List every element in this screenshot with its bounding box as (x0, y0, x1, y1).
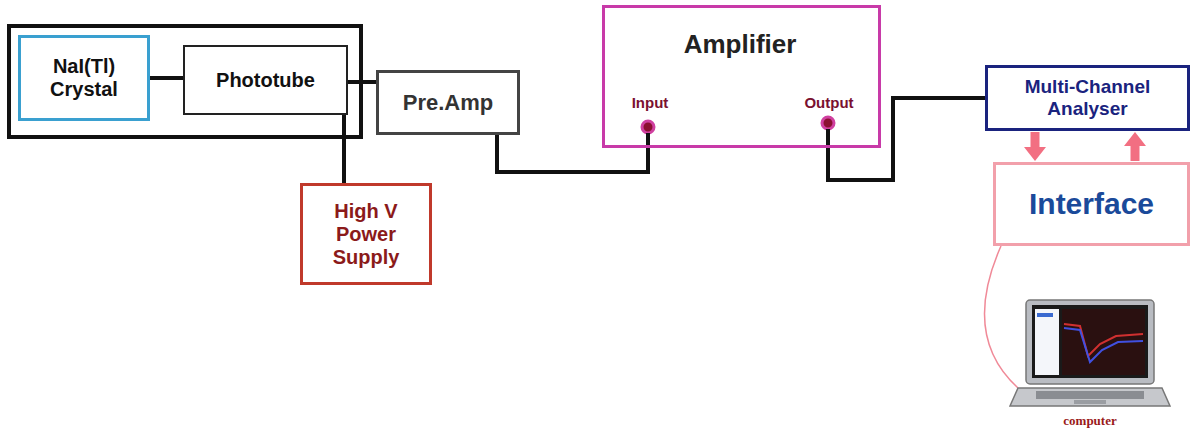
connector (985, 246, 1018, 388)
port-label: Output (793, 94, 865, 111)
node-label: Multi-Channel Analyser (993, 76, 1183, 120)
node-label: Pre.Amp (403, 90, 493, 115)
interface-box: Interface (993, 162, 1190, 246)
wire (342, 115, 346, 183)
wire (1031, 132, 1040, 147)
port-label: Input (619, 94, 681, 111)
connector (1024, 132, 1046, 161)
laptop-icon (1008, 296, 1172, 414)
preamp-box: Pre.Amp (376, 70, 520, 135)
wire (497, 133, 648, 172)
input-jack (642, 121, 654, 133)
computer-node: computer (1008, 296, 1178, 434)
node-label: computer (1008, 414, 1172, 429)
connector (1124, 132, 1146, 161)
phototube-box: Phototube (183, 45, 348, 115)
node-label: Amplifier (605, 30, 875, 60)
amplifier-box: AmplifierInput Output (602, 5, 881, 148)
output-jack (822, 117, 834, 129)
connector (150, 78, 183, 79)
analyser-box: Multi-Channel Analyser (985, 65, 1190, 131)
node-label: Phototube (216, 69, 315, 92)
connector (348, 82, 376, 83)
detector-housing (9, 26, 361, 137)
wire (348, 80, 376, 84)
node-label: NaI(Tl) Crystal (29, 55, 139, 101)
connector (344, 115, 345, 183)
wire (150, 76, 183, 80)
crystal-box: NaI(Tl) Crystal (18, 35, 150, 121)
arrowhead (1124, 132, 1146, 146)
connector (497, 133, 648, 172)
node-label: High V Power Supply (310, 200, 422, 269)
power-supply-box: High V Power Supply (300, 183, 432, 285)
node-label: Interface (1029, 187, 1154, 222)
arrowhead (1024, 147, 1046, 161)
wire (1131, 146, 1140, 161)
cable (985, 246, 1018, 388)
